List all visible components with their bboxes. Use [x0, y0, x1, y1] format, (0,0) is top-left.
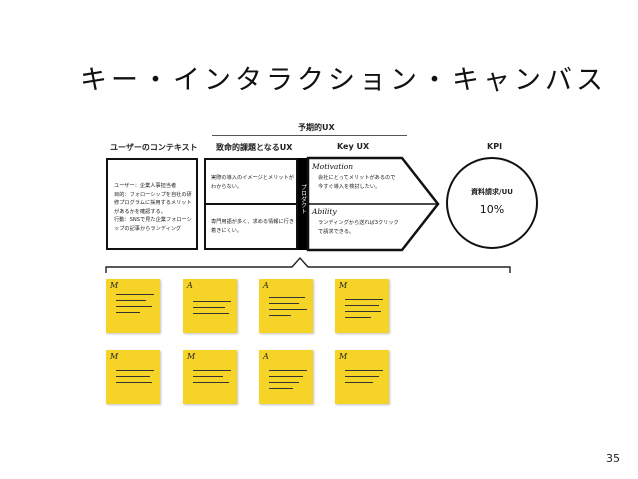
- note-line: [345, 299, 383, 301]
- note-line: [269, 309, 307, 311]
- sticky-note: A: [259, 350, 313, 404]
- user-context-text: ユーザー：企業人事担当者 目的：フォローシップを自社の研 修プログラムに採用する…: [114, 182, 192, 233]
- pain-bottom-line: 専門用語が多く、求める情報に行き: [211, 219, 295, 225]
- sticky-note: M: [183, 350, 237, 404]
- header-anticipated-ux: 予期的UX: [298, 123, 335, 132]
- pain-top-line: 実際の導入のイメージとメリットが: [211, 175, 294, 181]
- pain-bottom-text: 専門用語が多く、求める情報に行き 着きにくい。: [211, 218, 294, 235]
- note-line: [116, 312, 140, 314]
- note-line: [193, 376, 223, 378]
- pain-box: 実際の導入のイメージとメリットが わからない。 専門用語が多く、求める情報に行き…: [204, 158, 298, 250]
- motivation-line: 会社にとってメリットがあるので: [318, 175, 396, 181]
- brace: [105, 256, 511, 273]
- note-line: [116, 306, 152, 308]
- product-bar: プロダクト: [298, 158, 309, 250]
- note-line: [116, 376, 150, 378]
- user-context-line: 修プログラムに採用するメリット: [114, 200, 192, 206]
- note-letter: M: [110, 352, 119, 361]
- key-ux-arrow: [306, 156, 440, 252]
- note-line: [193, 313, 229, 315]
- ability-label: Ability: [312, 207, 337, 216]
- note-line: [193, 370, 231, 372]
- kpi-value: 10%: [479, 203, 505, 216]
- user-context-line: 行動：SNSで見た企業フォローシ: [114, 217, 192, 223]
- page-number: 35: [606, 452, 620, 465]
- user-context-line: 目的：フォローシップを自社の研: [114, 191, 192, 198]
- sticky-note: M: [335, 350, 389, 404]
- note-line: [269, 376, 303, 378]
- note-line: [269, 297, 305, 299]
- user-context-line: ップの記事からランディング: [114, 225, 182, 232]
- note-line: [345, 376, 379, 378]
- note-line: [345, 370, 383, 372]
- user-context-box: ユーザー：企業人事担当者 目的：フォローシップを自社の研 修プログラムに採用する…: [106, 158, 198, 250]
- product-label: プロダクト: [299, 184, 307, 214]
- user-context-line: があるかを確認する。: [114, 208, 166, 215]
- column-label-key-ux: Key UX: [337, 142, 370, 151]
- header-divider: [212, 135, 407, 136]
- column-label-pain: 致命的課題となるUX: [216, 143, 293, 152]
- pain-bottom-line: 着きにくい。: [211, 227, 243, 234]
- note-line: [116, 300, 146, 302]
- sticky-note: A: [183, 279, 237, 333]
- ability-line: ランディングから送れば3クリック: [318, 220, 399, 226]
- note-line: [193, 382, 229, 384]
- sticky-note: A: [259, 279, 313, 333]
- sticky-note: M: [106, 350, 160, 404]
- note-line: [269, 315, 291, 317]
- user-context-line: ユーザー：企業人事担当者: [114, 183, 177, 189]
- motivation-label: Motivation: [312, 162, 354, 171]
- ability-line: で請求できる。: [318, 228, 355, 235]
- note-line: [116, 382, 152, 384]
- note-line: [269, 370, 307, 372]
- kpi-metric: 資料請求/UU: [471, 188, 513, 196]
- note-letter: M: [110, 281, 119, 290]
- pain-top-text: 実際の導入のイメージとメリットが わからない。: [211, 174, 294, 191]
- note-line: [269, 388, 293, 390]
- pain-divider: [206, 203, 296, 205]
- note-line: [345, 382, 373, 384]
- note-line: [345, 305, 379, 307]
- sticky-note: M: [106, 279, 160, 333]
- motivation-line: 今すぐ導入を検討したい。: [318, 183, 381, 190]
- ability-text: ランディングから送れば3クリック で請求できる。: [318, 219, 399, 236]
- note-letter: M: [339, 352, 348, 361]
- note-letter: A: [263, 281, 269, 290]
- note-line: [116, 370, 154, 372]
- note-letter: M: [339, 281, 348, 290]
- note-line: [193, 301, 231, 303]
- note-line: [193, 307, 225, 309]
- column-label-user-context: ユーザーのコンテキスト: [110, 143, 198, 152]
- note-letter: A: [263, 352, 269, 361]
- column-label-kpi: KPI: [487, 142, 503, 151]
- kpi-circle: 資料請求/UU 10%: [446, 157, 538, 249]
- note-line: [269, 382, 299, 384]
- note-line: [269, 303, 299, 305]
- sticky-note: M: [335, 279, 389, 333]
- note-letter: M: [187, 352, 196, 361]
- note-line: [345, 311, 381, 313]
- note-letter: A: [187, 281, 193, 290]
- note-line: [116, 294, 154, 296]
- slide-title: キー・インタラクション・キャンバス: [80, 65, 607, 96]
- note-line: [345, 317, 371, 319]
- pain-top-line: わからない。: [211, 183, 243, 190]
- motivation-text: 会社にとってメリットがあるので 今すぐ導入を検討したい。: [318, 174, 395, 191]
